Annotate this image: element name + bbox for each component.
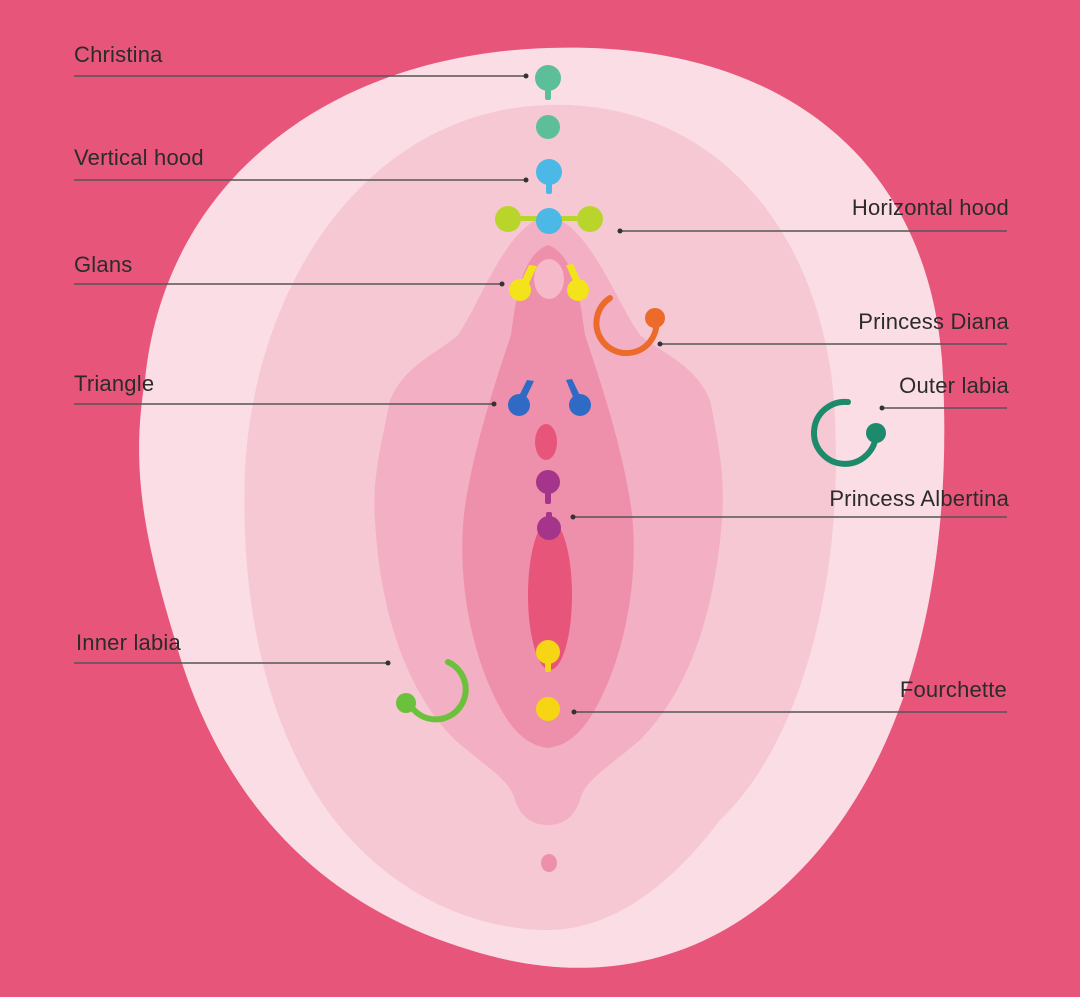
label-fourchette: Fourchette [899,677,1007,702]
triangle-piercing-icon [508,379,591,416]
princess-albertina-piercing-icon [536,470,561,540]
urethra-shape [535,424,557,460]
leader-dot [617,228,623,234]
leader-dot [523,177,529,183]
label-christina: Christina [74,42,163,67]
vertical-hood-piercing-icon [536,159,562,194]
horizontal-hood-piercing-icon [495,206,603,234]
leader-dot [385,660,391,666]
vestibule-shape [528,520,572,670]
leader-dot [499,281,505,287]
leader-dots [385,73,885,715]
label-triangle: Triangle [74,371,155,396]
christina-piercing-icon [535,65,561,139]
leader-dot [879,405,885,411]
label-inner-labia: Inner labia [76,630,181,655]
leader-dot [523,73,529,79]
label-glans: Glans [74,252,133,277]
leader-dot [571,709,577,715]
leader-dot [657,341,663,347]
leader-dot [570,514,576,520]
label-vertical-hood: Vertical hood [74,145,204,170]
fourchette-piercing-icon [536,640,560,721]
perineum-mark [541,854,557,872]
label-princess-diana: Princess Diana [858,309,1009,334]
label-horizontal-hood: Horizontal hood [851,195,1009,220]
label-princess-albertina: Princess Albertina [829,486,1009,511]
inner-labia-piercing-icon [396,659,469,723]
label-outer-labia: Outer labia [899,373,1009,398]
clitoral-glans-shape [534,259,564,299]
leader-dot [491,401,497,407]
glans-piercing-icon [509,264,589,301]
outer-labia-piercing-icon [811,398,886,467]
leader-lines [74,75,1007,713]
princess-diana-piercing-icon [593,295,665,357]
